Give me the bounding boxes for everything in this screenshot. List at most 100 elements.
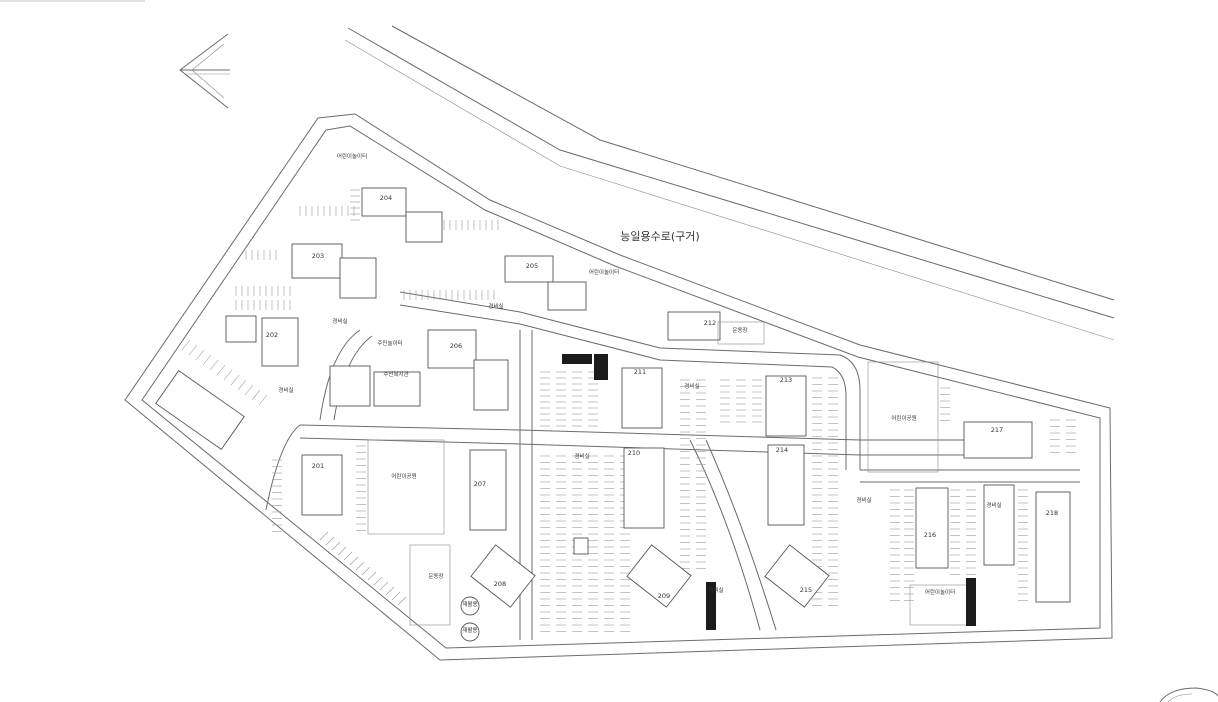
building-footprint (504, 255, 554, 283)
parking-stall-line (373, 576, 383, 586)
parking-stall-line (188, 344, 198, 356)
building-number: 207 (474, 480, 486, 488)
facility-label: 어린이놀이터 (925, 588, 955, 596)
building-number: 203 (312, 252, 324, 260)
building-footprint (470, 544, 536, 608)
building-footprint (1035, 491, 1071, 603)
building-number-labels: 204 203 205 202 206 201 207 211 210 209 208 212 213 2… (266, 194, 1058, 600)
facility-label: 경비실 (684, 382, 699, 390)
building-number: 209 (658, 592, 670, 600)
parking-stall-line (202, 354, 212, 366)
building-number: 204 (380, 194, 392, 202)
parking-stall-line (181, 339, 191, 351)
building-footprint (473, 359, 509, 411)
facility-label: 운동장 (428, 573, 443, 580)
parking-stall-line (230, 374, 240, 386)
facility-label: 어린이놀이터 (589, 268, 619, 276)
building-footprint (427, 329, 477, 369)
building-number: 214 (776, 446, 788, 454)
facility-label: 경비실 (574, 452, 589, 460)
facility-label: 주민놀이터 (377, 339, 402, 347)
parking-stall-line (216, 364, 226, 376)
facility-label: 경비실 (986, 501, 1001, 509)
parking-stall-line (355, 561, 365, 571)
waterway-channel (344, 25, 1115, 341)
building-footprint (623, 447, 665, 529)
building-footprint (983, 484, 1015, 566)
building-footprint (626, 544, 692, 608)
north-arrow-icon (179, 33, 230, 109)
building-footprint (767, 444, 805, 526)
parking-stall-line (209, 359, 219, 371)
parking-stall-line (379, 581, 389, 591)
facility-label: 경비실 (856, 496, 871, 504)
parking-stall-line (319, 531, 329, 541)
park-area (367, 439, 445, 535)
parking-stall-line (397, 596, 407, 606)
parking-stall-line (251, 389, 261, 401)
children-park-area (867, 361, 939, 473)
building-number: 210 (628, 449, 640, 457)
facility-label: 주민복지관 (383, 370, 408, 378)
parking-stall-line (325, 536, 335, 546)
building-number: 211 (634, 368, 646, 376)
building-number: 212 (704, 319, 716, 327)
building-number: 208 (494, 580, 506, 588)
parking-stall-line (361, 566, 371, 576)
building-number: 213 (780, 376, 792, 384)
facility-label: 경비실 (332, 317, 347, 325)
building-footprint (225, 315, 257, 343)
facility-label: 경비실 (488, 302, 503, 310)
facility-label: 재활용 (462, 600, 477, 608)
shaded-structures (562, 354, 976, 630)
parking-stall-line (258, 394, 268, 406)
parking-stall-line (223, 369, 233, 381)
road-label: 능일용수로(구거) (620, 229, 699, 243)
building-footprint (915, 487, 949, 569)
parking-stall-line (337, 546, 347, 556)
facility-label: 경비실 (708, 586, 723, 594)
parking-stall-line (343, 551, 353, 561)
building-number: 217 (991, 426, 1003, 434)
building-number: 201 (312, 462, 324, 470)
parking-stall-line (237, 379, 247, 391)
facility-label: 운동장 (732, 327, 747, 334)
field-area (717, 321, 765, 345)
building-footprint (405, 211, 443, 243)
building-number: 202 (266, 331, 278, 339)
parking-stall-line (349, 556, 359, 566)
parking-stall-line (244, 384, 254, 396)
building-footprint (621, 367, 663, 429)
facility-label: 경비실 (278, 386, 293, 394)
internal-roads (265, 291, 1080, 640)
facility-label: 어린이공원 (891, 414, 916, 422)
building-footprint (963, 421, 1033, 459)
sports-ground-area (409, 544, 451, 626)
building-footprint (469, 449, 507, 531)
facility-labels: 어린이놀이터어린이놀이터주민놀이터주민복지관경비실경비실경비실경비실경비실경비실… (278, 152, 1001, 634)
building-footprint (667, 311, 721, 341)
building-number: 216 (924, 531, 936, 539)
parking-stall-line (391, 591, 401, 601)
facility-label: 어린이공원 (391, 472, 416, 480)
building-footprint (764, 544, 830, 608)
building-number: 218 (1046, 509, 1058, 517)
building-number: 205 (526, 262, 538, 270)
parking-stall-line (331, 541, 341, 551)
building-footprint (301, 454, 343, 516)
building-footprints (155, 187, 1071, 626)
site-boundary (124, 113, 1113, 661)
building-footprint (291, 243, 343, 279)
building-number: 215 (800, 586, 812, 594)
parking-stall-line (195, 349, 205, 361)
building-footprint (547, 281, 587, 311)
recycling-markers (460, 596, 480, 642)
building-number: 206 (450, 342, 462, 350)
guard-post (573, 537, 589, 555)
parking-stall-line (367, 571, 377, 581)
building-footprint (361, 187, 407, 217)
parking-stall-line (385, 586, 395, 596)
building-footprint (155, 370, 245, 450)
facility-label: 재활용 (462, 626, 477, 634)
